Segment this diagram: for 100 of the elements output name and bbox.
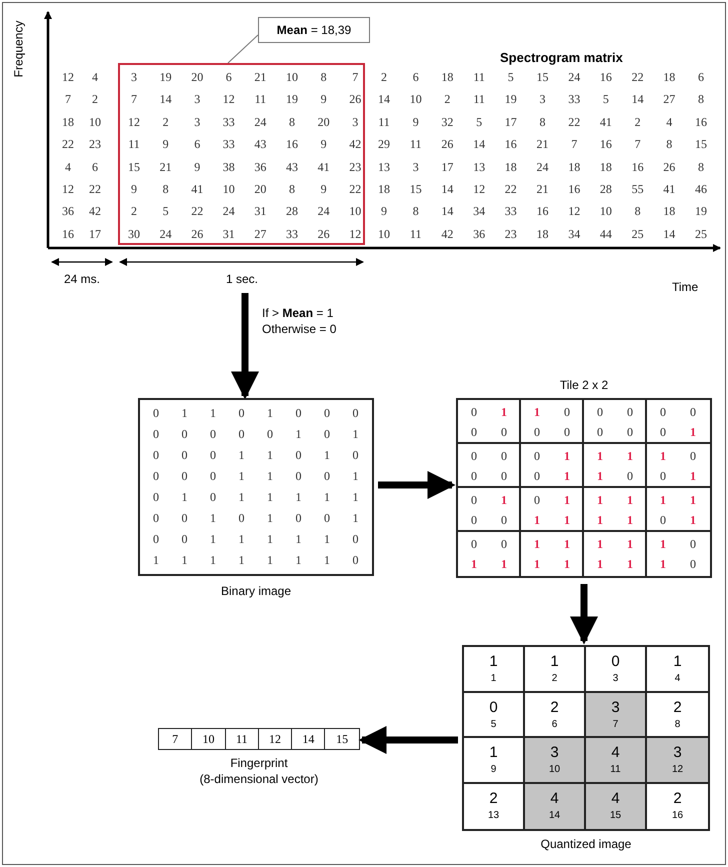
matrix-value: 0 bbox=[689, 449, 697, 463]
matrix-value: 1 bbox=[352, 469, 360, 483]
matrix-value: 1 bbox=[500, 557, 508, 571]
matrix-value: 0 bbox=[659, 469, 667, 483]
matrix-value: 1 bbox=[596, 557, 604, 571]
matrix-value: 26 bbox=[662, 160, 676, 174]
matrix-value: 14 bbox=[662, 226, 676, 241]
matrix-value: 9 bbox=[320, 137, 328, 152]
matrix-value: 43 bbox=[253, 137, 268, 152]
matrix-value: 0 bbox=[323, 469, 331, 483]
matrix-value: 10 bbox=[285, 70, 299, 84]
matrix-value: 0 bbox=[180, 427, 188, 441]
matrix-value: 24 bbox=[222, 204, 236, 218]
matrix-value: 44 bbox=[598, 226, 613, 241]
matrix-value: 1 bbox=[266, 490, 274, 504]
matrix-value: 18 bbox=[61, 114, 75, 129]
matrix-value: 22 bbox=[630, 70, 645, 84]
matrix-value: 2 bbox=[443, 92, 452, 106]
matrix-value: 1 bbox=[533, 537, 541, 551]
matrix-value: 1 bbox=[500, 493, 508, 507]
matrix-value: 2 bbox=[380, 70, 388, 84]
matrix-value: 0 bbox=[294, 511, 302, 525]
matrix-value: 0 bbox=[470, 405, 478, 419]
matrix-value: 33 bbox=[504, 204, 518, 218]
matrix-value: 9 bbox=[162, 137, 170, 152]
matrix-value: 0 bbox=[352, 532, 360, 546]
matrix-value: 1 bbox=[266, 406, 274, 420]
matrix-value: 26 bbox=[316, 226, 331, 241]
cell-index: 1 bbox=[490, 673, 498, 684]
matrix-value: 0 bbox=[470, 537, 478, 551]
matrix-value: 0 bbox=[659, 513, 667, 527]
matrix-value: 9 bbox=[193, 160, 202, 174]
matrix-value: 7 bbox=[64, 92, 72, 106]
matrix-value: 31 bbox=[222, 226, 236, 241]
matrix-value: 28 bbox=[285, 204, 299, 218]
matrix-value: 1 bbox=[470, 557, 478, 571]
matrix-value: 4 bbox=[91, 70, 99, 84]
matrix-value: 36 bbox=[253, 160, 268, 174]
matrix-value: 5 bbox=[162, 204, 170, 218]
matrix-value: 0 bbox=[659, 425, 667, 439]
matrix-value: 0 bbox=[470, 449, 478, 463]
matrix-value: 1 bbox=[563, 493, 571, 507]
matrix-value: 1 bbox=[596, 537, 604, 551]
matrix-value: 0 bbox=[352, 553, 360, 567]
matrix-value: 20 bbox=[253, 182, 268, 196]
matrix-value: 23 bbox=[504, 226, 518, 241]
matrix-value: 22 bbox=[504, 182, 518, 196]
matrix-value: 3 bbox=[193, 92, 202, 106]
matrix-value: 55 bbox=[630, 182, 645, 196]
matrix-value: 1 bbox=[626, 493, 634, 507]
matrix-value: 0 bbox=[500, 449, 508, 463]
matrix-value: 0 bbox=[323, 511, 331, 525]
matrix-value: 42 bbox=[88, 204, 102, 218]
matrix-value: 31 bbox=[253, 204, 268, 218]
matrix-value: 16 bbox=[285, 137, 299, 152]
matrix-value: 11 bbox=[408, 137, 422, 152]
matrix-value: 33 bbox=[222, 137, 236, 152]
matrix-value: 0 bbox=[294, 406, 302, 420]
matrix-value: 12 bbox=[348, 226, 362, 241]
cell-index: 14 bbox=[548, 810, 562, 820]
matrix-value: 10 bbox=[408, 92, 423, 106]
matrix-value: 1 bbox=[323, 448, 331, 462]
matrix-value: 32 bbox=[440, 114, 454, 129]
matrix-value: 38 bbox=[222, 160, 236, 174]
matrix-value: 6 bbox=[91, 160, 99, 174]
matrix-value: 12 bbox=[222, 92, 236, 106]
matrix-value: 9 bbox=[130, 182, 138, 196]
arrow bbox=[378, 471, 456, 499]
arrow bbox=[231, 293, 259, 400]
matrix-value: 0 bbox=[470, 513, 478, 527]
matrix-value: 18 bbox=[536, 226, 550, 241]
matrix-value: 3 bbox=[130, 70, 138, 84]
matrix-value: 19 bbox=[158, 70, 173, 84]
matrix-value: 0 bbox=[563, 425, 571, 439]
matrix-value: 0 bbox=[352, 406, 360, 420]
matrix-value: 0 bbox=[238, 406, 246, 420]
cell-value: 3 bbox=[549, 744, 560, 761]
matrix-value: 16 bbox=[694, 114, 708, 129]
matrix-value: 8 bbox=[288, 114, 296, 129]
matrix-value: 1 bbox=[596, 469, 604, 483]
matrix-value: 16 bbox=[536, 204, 550, 218]
matrix-value: 1 bbox=[626, 537, 634, 551]
matrix-value: 14 bbox=[440, 204, 454, 218]
matrix-value: 0 bbox=[209, 469, 217, 483]
matrix-value: 1 bbox=[659, 537, 667, 551]
matrix-value: 6 bbox=[697, 70, 705, 84]
matrix-value: 9 bbox=[320, 92, 328, 106]
matrix-value: 1 bbox=[689, 469, 697, 483]
cell-value: 4 bbox=[610, 744, 621, 761]
matrix-value: 33 bbox=[285, 226, 299, 241]
matrix-value: 6 bbox=[193, 137, 202, 152]
matrix-value: 42 bbox=[440, 226, 454, 241]
matrix-value: 0 bbox=[180, 469, 188, 483]
matrix-value: 21 bbox=[536, 137, 550, 152]
matrix-value: 0 bbox=[500, 425, 508, 439]
matrix-value: 1 bbox=[352, 511, 360, 525]
matrix-value: 10 bbox=[88, 114, 102, 129]
matrix-value: 16 bbox=[504, 137, 518, 152]
matrix-value: 24 bbox=[158, 226, 173, 241]
matrix-value: 5 bbox=[506, 70, 515, 84]
